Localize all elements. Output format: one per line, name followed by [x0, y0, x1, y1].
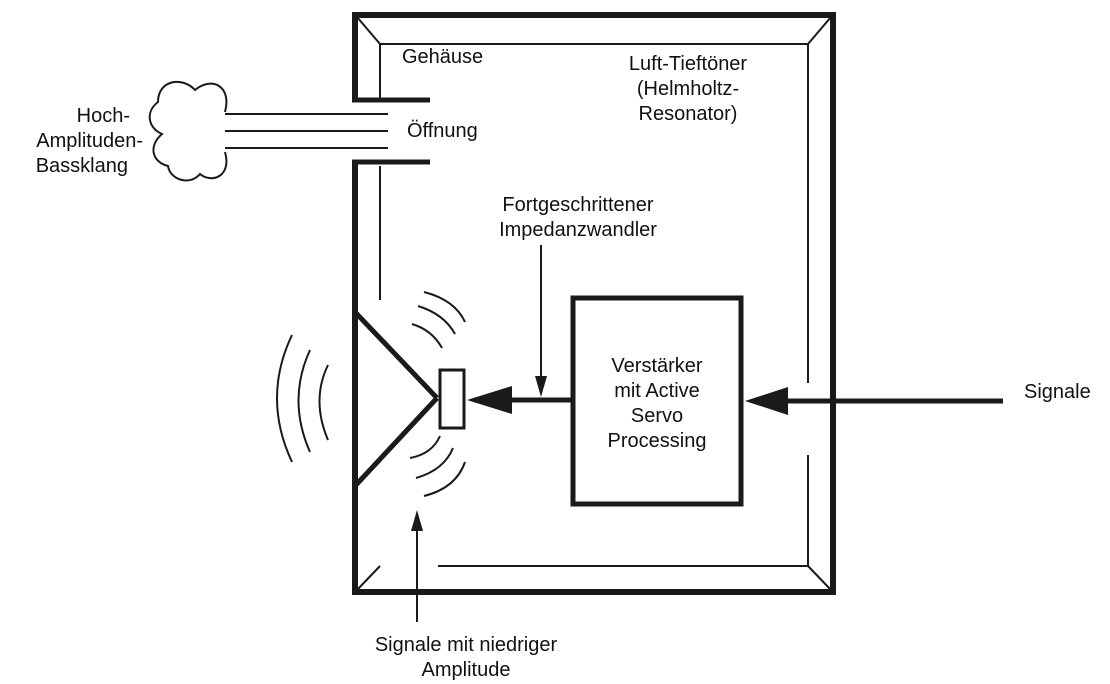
label-hoch-amplituden: Hoch- Amplituden- Bassklang: [36, 105, 143, 177]
label-verstaerker-line2: mit Active: [614, 380, 700, 402]
outer-wave: [297, 349, 311, 453]
sound-wave-icon: [411, 291, 466, 349]
enclosure: [352, 12, 836, 595]
inner-wave-upper: [423, 291, 466, 323]
bevel-corner-bl: [356, 565, 381, 591]
label-hoch-amplituden-line1: Hoch-: [77, 105, 130, 127]
label-hoch-amplituden-line3: Bassklang: [36, 155, 128, 177]
amplifier-output-arrow: [467, 386, 573, 414]
label-hoch-amplituden-line2: Amplituden-: [36, 130, 143, 152]
label-verstaerker: Verstärker mit Active Servo Processing: [608, 355, 707, 452]
label-niedrige-amplitude-line1: Signale mit niedriger: [375, 634, 558, 656]
label-niedrige-amplitude: Signale mit niedriger Amplitude: [375, 634, 558, 681]
low-amplitude-pointer-arrowhead: [411, 510, 423, 531]
label-impedanzwandler-line1: Fortgeschrittener: [502, 194, 654, 216]
sound-wave-icon: [276, 334, 329, 463]
cone-lower-edge: [353, 396, 439, 488]
impedance-pointer-arrow: [535, 245, 547, 397]
label-luft-tieftoener-line2: (Helmholtz-: [637, 78, 739, 100]
cone-upper-edge: [353, 310, 439, 400]
outer-wave: [276, 334, 293, 463]
impedance-pointer-arrowhead: [535, 376, 547, 397]
amplifier-output-arrowhead: [467, 386, 512, 414]
inner-wave-upper: [411, 323, 443, 349]
bevel-corner-tr: [807, 16, 832, 45]
low-amplitude-pointer-arrow: [411, 510, 423, 622]
label-niedrige-amplitude-line2: Amplitude: [422, 659, 511, 681]
label-impedanzwandler: Fortgeschrittener Impedanzwandler: [499, 194, 657, 241]
inner-wave-lower: [409, 435, 441, 459]
label-luft-tieftoener-line1: Luft-Tieftöner: [629, 53, 748, 75]
voice-coil: [438, 368, 466, 430]
label-gehaeuse: Gehäuse: [402, 46, 483, 68]
inner-wave-upper: [417, 305, 456, 335]
label-impedanzwandler-line2: Impedanzwandler: [499, 219, 657, 241]
port-airflow-lines: [225, 113, 388, 149]
cloud-icon: [148, 81, 228, 182]
speaker-cone-icon: [353, 310, 466, 488]
signal-input-arrowhead: [745, 387, 788, 415]
label-verstaerker-line3: Servo: [631, 405, 683, 427]
sound-wave-icon: [409, 435, 466, 497]
label-signale: Signale: [1024, 381, 1091, 403]
outer-wave: [318, 364, 329, 441]
label-verstaerker-line1: Verstärker: [611, 355, 702, 377]
label-verstaerker-line4: Processing: [608, 430, 707, 452]
label-oeffnung: Öffnung: [407, 120, 478, 142]
label-luft-tieftoener: Luft-Tieftöner (Helmholtz- Resonator): [629, 53, 748, 125]
bevel-corner-tl: [356, 16, 381, 45]
enclosure-outer-wall: [352, 12, 836, 595]
label-luft-tieftoener-line3: Resonator): [639, 103, 738, 125]
inner-wave-lower: [423, 461, 466, 497]
bevel-corner-br: [807, 565, 832, 591]
signal-input-arrow: [745, 387, 1003, 415]
inner-wave-lower: [415, 447, 454, 479]
